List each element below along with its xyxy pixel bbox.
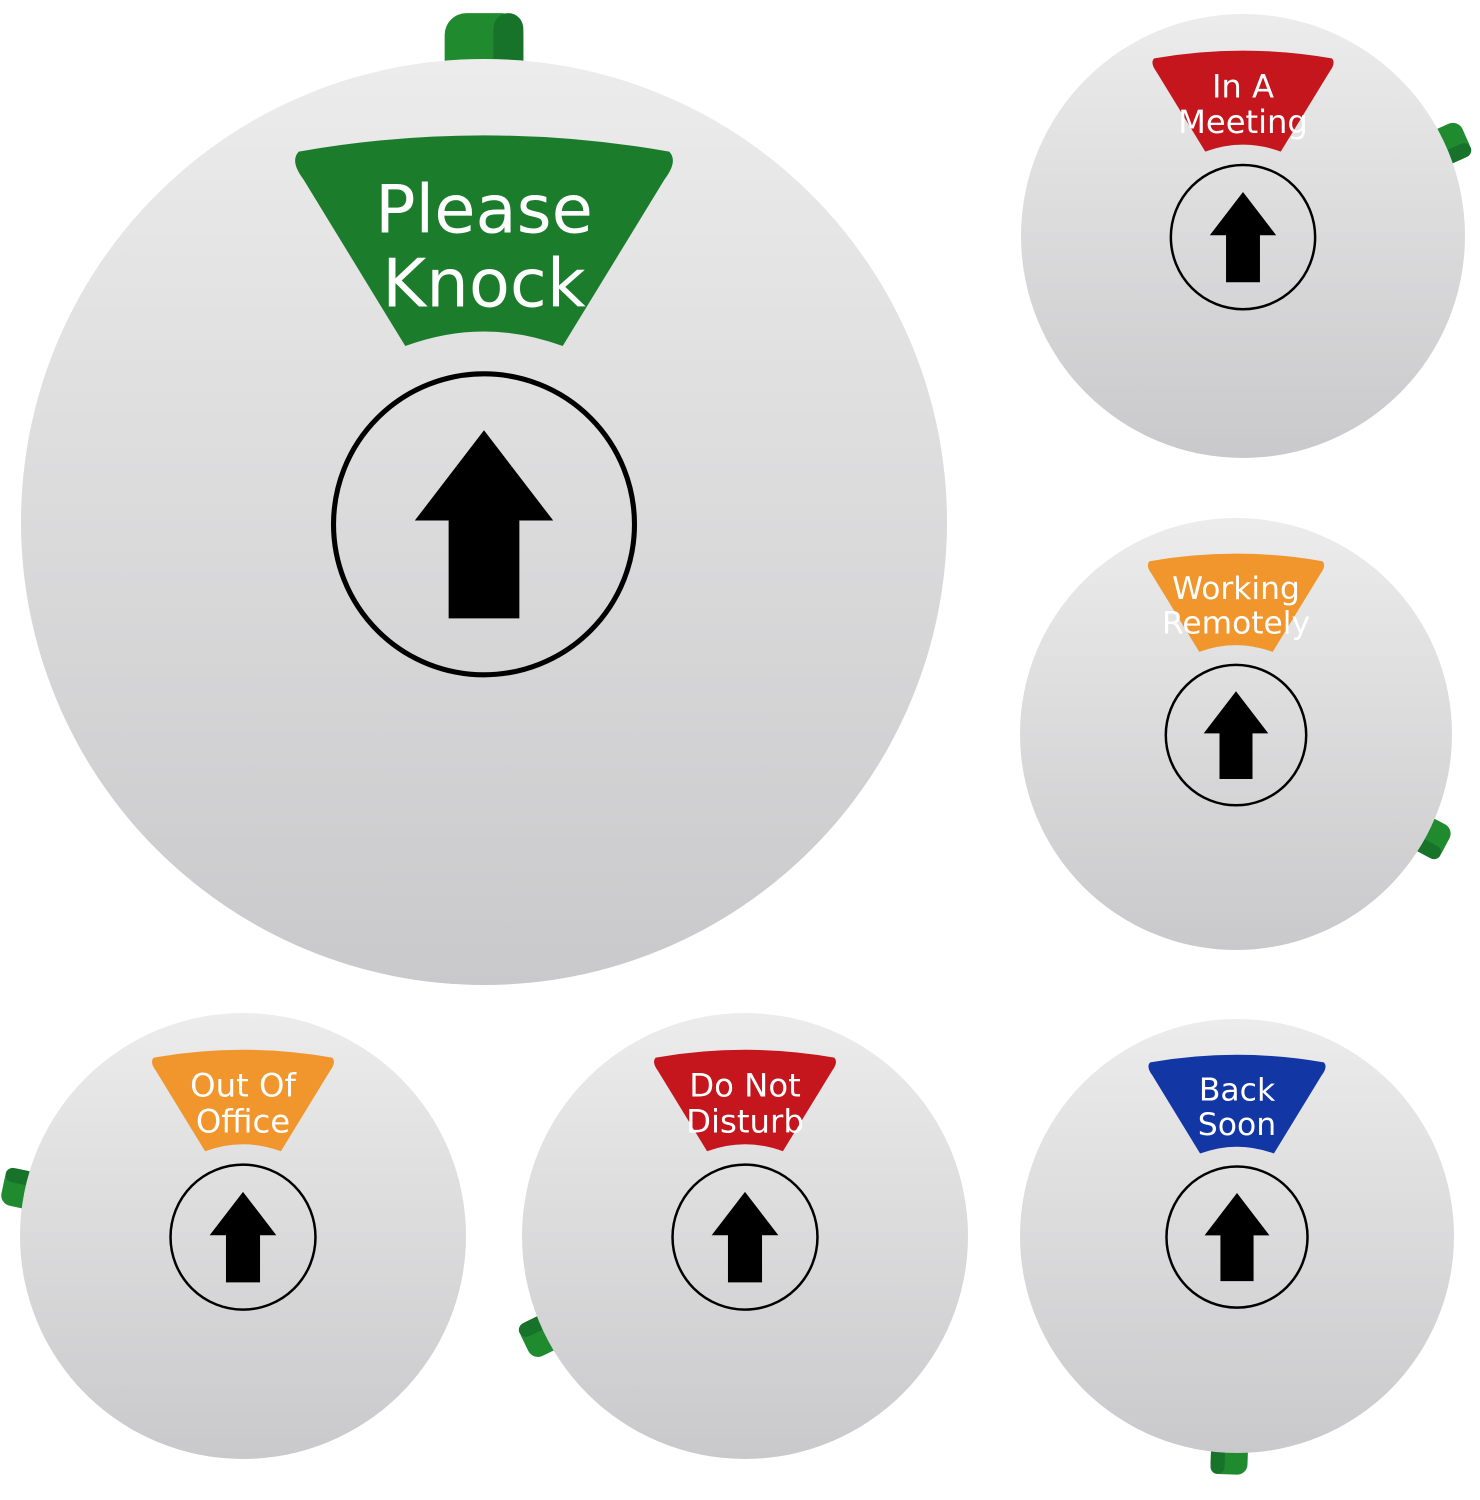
arrow-ring xyxy=(1164,663,1308,807)
status-label-window xyxy=(152,1049,334,1152)
status-label-window xyxy=(1152,50,1334,152)
status-label-window xyxy=(654,1049,836,1152)
status-label-line-1: Back xyxy=(1199,1072,1276,1108)
status-label-line-2: Soon xyxy=(1198,1107,1276,1143)
up-arrow-icon xyxy=(209,1191,277,1283)
up-arrow-icon xyxy=(414,430,554,619)
arrow-ring xyxy=(1169,163,1317,311)
status-label-line-1: Please xyxy=(375,171,593,249)
status-label-line-1: Out Of xyxy=(190,1067,296,1105)
up-arrow-icon xyxy=(711,1191,779,1283)
status-label-window xyxy=(1147,553,1325,652)
status-label-line-2: Knock xyxy=(382,245,586,323)
arrow-ring xyxy=(1165,1165,1309,1309)
status-label-line-2: Office xyxy=(196,1102,290,1140)
status-label-line-1: Do Not xyxy=(689,1067,801,1105)
up-arrow-icon xyxy=(1204,1193,1270,1282)
status-label-line-2: Meeting xyxy=(1178,103,1308,141)
arrow-ring xyxy=(169,1163,317,1311)
status-label-line-2: Remotely xyxy=(1162,606,1310,642)
arrow-ring xyxy=(330,371,638,678)
status-label-line-2: Disturb xyxy=(686,1102,804,1140)
status-label-line-1: In A xyxy=(1212,67,1274,105)
up-arrow-icon xyxy=(1203,691,1269,779)
status-label-window xyxy=(1148,1054,1326,1154)
status-label-line-1: Working xyxy=(1172,571,1300,607)
arrow-ring xyxy=(671,1163,819,1311)
status-label-window xyxy=(295,135,673,347)
up-arrow-icon xyxy=(1209,192,1277,283)
